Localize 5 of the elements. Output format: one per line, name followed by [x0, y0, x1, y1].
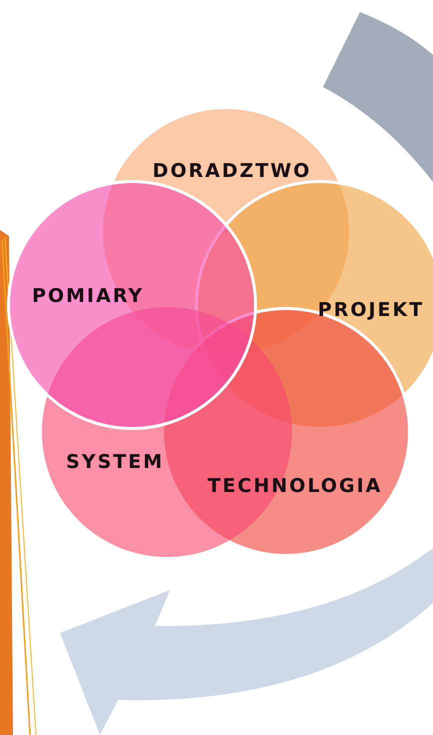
circle-label: SYSTEM: [66, 451, 164, 473]
circle-label: DORADZTWO: [152, 160, 312, 182]
circle-label: TECHNOLOGIA: [208, 475, 382, 497]
circle-label: PROJEKT: [318, 299, 424, 321]
circle-label: POMIARY: [32, 285, 144, 307]
